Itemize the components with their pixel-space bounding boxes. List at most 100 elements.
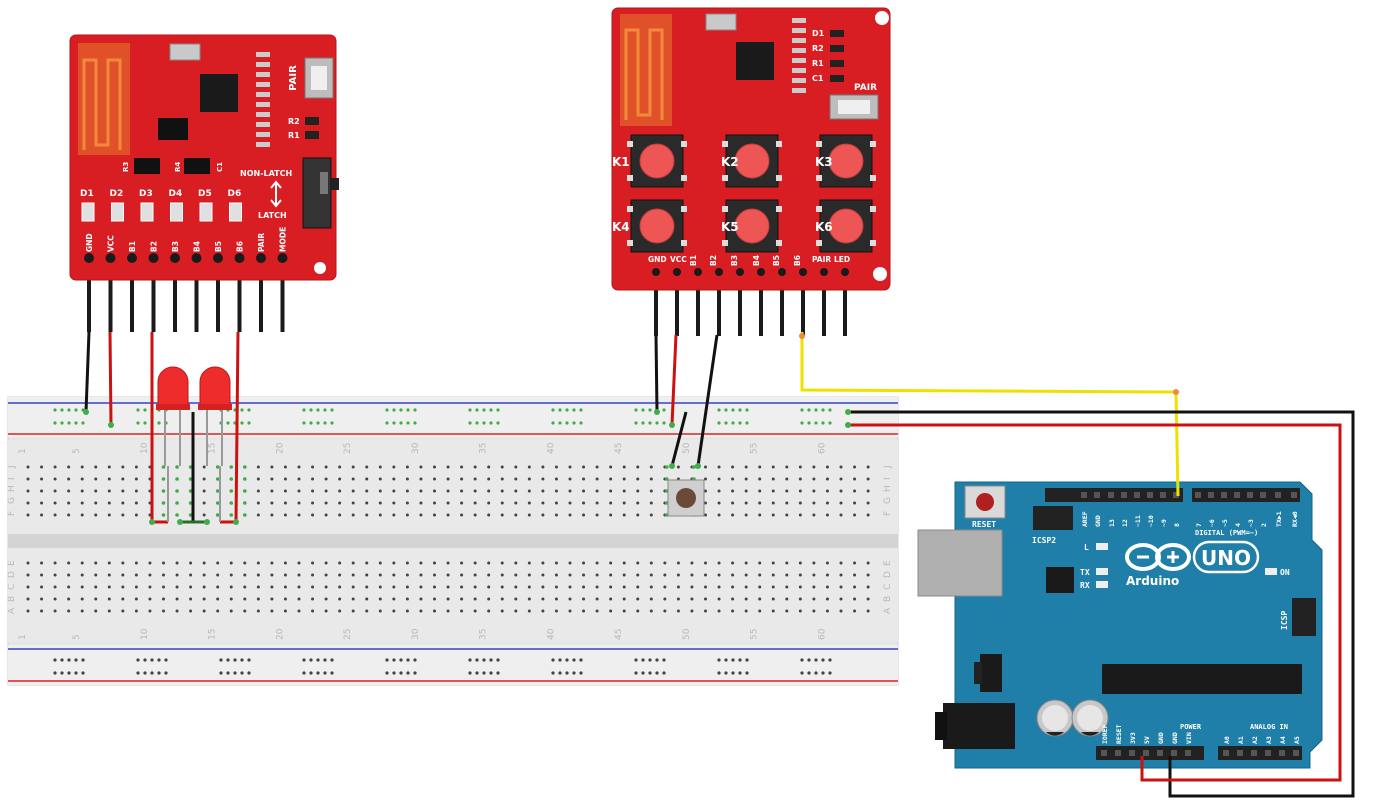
rx-pin-b1[interactable] (130, 270, 134, 332)
row-label-j: J (7, 465, 17, 469)
tx-crystal (705, 13, 737, 31)
power-jack[interactable] (943, 703, 1015, 749)
tx-pin-label-b3: B3 (730, 255, 739, 266)
column-number-55: 55 (750, 443, 760, 454)
rx-led-d5 (199, 202, 213, 222)
rx-led (1096, 581, 1108, 588)
column-number-30: 30 (411, 442, 421, 454)
power-pin-gnd-4: GND (1157, 732, 1165, 744)
tx-key-label-k3: K3 (815, 155, 833, 169)
tx-side-label-c1: C1 (812, 74, 824, 83)
tx-pin-gnd[interactable] (654, 272, 658, 336)
digital-header-right[interactable] (1192, 488, 1300, 502)
on-led (1265, 568, 1277, 575)
digital-pin-14: TX▶1 (1275, 511, 1283, 527)
wire-5v-to-arduino (848, 423, 1342, 782)
wires (83, 331, 1355, 798)
rx-pin-label-b6: B6 (236, 241, 245, 252)
rx-mode-switch-slider[interactable] (320, 172, 328, 194)
power-label: POWER (1180, 723, 1202, 731)
tx-pin-led[interactable] (843, 272, 847, 336)
tx-pin-label-vcc: VCC (670, 255, 687, 264)
tx-pin-pair[interactable] (822, 272, 826, 336)
rx-chip-b (184, 158, 210, 174)
tx-led-label: TX (1080, 568, 1090, 577)
analog-pin-a2: A2 (1251, 736, 1259, 744)
digital-pin-4: ~11 (1134, 515, 1142, 527)
analog-pin-a1: A1 (1237, 736, 1245, 744)
rx-pin-b4[interactable] (194, 270, 199, 332)
icsp2-header[interactable] (1033, 506, 1073, 530)
analog-label: ANALOG IN (1250, 723, 1288, 731)
tx-pcb-antenna (620, 14, 672, 126)
column-number-25: 25 (343, 443, 353, 454)
rx-pair-button-cap (311, 66, 327, 90)
breadboard-holes (26, 408, 870, 675)
digital-pin-12: ~3 (1247, 519, 1255, 527)
rx-mode-switch-lever[interactable] (331, 178, 339, 190)
row-label-a: A (7, 607, 17, 614)
digital-pin-10: ~5 (1221, 519, 1229, 527)
rx-pin-pair[interactable] (259, 270, 263, 332)
rx-pin-label-mode: MODE (279, 227, 288, 252)
rx-pin-b2[interactable] (151, 270, 156, 332)
rx-pin-b5[interactable] (216, 270, 220, 332)
rx-mount-hole (314, 262, 326, 274)
rx-chip-a (134, 158, 160, 174)
rx-led-label-d5: D5 (198, 189, 212, 199)
rx-pin-mode[interactable] (280, 270, 285, 332)
rx-pin-label-gnd: GND (85, 233, 94, 252)
tx-key-label-k6: K6 (815, 220, 833, 234)
pushbutton-cap[interactable] (676, 488, 696, 508)
reset-button-cap[interactable] (976, 493, 994, 511)
rx-r2-resistor (305, 117, 319, 125)
reset-label: RESET (972, 520, 996, 529)
tx-key-cap-k1[interactable] (639, 143, 675, 179)
tx-pin-b1[interactable] (696, 272, 700, 336)
tactile-pushbutton[interactable] (667, 479, 705, 517)
column-number-15: 15 (208, 443, 218, 454)
rx-pin-gnd[interactable] (87, 270, 91, 332)
digital-pin-3: 12 (1121, 519, 1129, 527)
usb-port[interactable] (917, 529, 1003, 597)
tx-key-cap-k4[interactable] (639, 208, 675, 244)
analog-header[interactable] (1218, 746, 1302, 760)
digital-pin-13: 2 (1260, 523, 1268, 527)
rx-led-d3 (140, 202, 154, 222)
tx-key-cap-k2[interactable] (734, 143, 770, 179)
rx-pin-vcc[interactable] (108, 270, 113, 332)
row-label-h: H (7, 485, 17, 492)
row-label-e-right: E (883, 560, 893, 566)
column-number-1-bottom: 1 (18, 634, 28, 640)
rx-pair-label: PAIR (288, 65, 299, 91)
tx-pin-b4[interactable] (759, 272, 763, 336)
tx-led (1096, 568, 1108, 575)
tx-pin-vcc[interactable] (675, 272, 679, 336)
tx-key-cap-k5[interactable] (734, 208, 770, 244)
column-number-30-bottom: 30 (411, 628, 421, 640)
tx-pin-b5[interactable] (780, 272, 784, 336)
icsp-header[interactable] (1292, 598, 1316, 636)
rx-pin-b3[interactable] (173, 270, 177, 332)
tx-pin-b2[interactable] (717, 272, 721, 336)
row-label-e: E (7, 560, 17, 566)
rx-led-d2 (111, 202, 124, 222)
row-label-i: I (7, 477, 17, 480)
breadboard-center-channel (8, 534, 898, 548)
tx-key-cap-k6[interactable] (828, 208, 864, 244)
rx-latch-arrow-icon (270, 180, 282, 208)
tx-pin-b6[interactable] (801, 272, 805, 336)
tx-key-cap-k3[interactable] (828, 143, 864, 179)
tx-key-label-k5: K5 (721, 220, 739, 234)
wire-ground-to-arduino (848, 410, 1355, 798)
power-pin-gnd-5: GND (1171, 732, 1179, 744)
row-label-g-right: G (883, 497, 893, 504)
power-pin-3v3-2: 3V3 (1129, 732, 1137, 744)
tx-pin-b3[interactable] (738, 272, 742, 336)
rx-pin-b6[interactable] (237, 270, 242, 332)
power-header[interactable] (1096, 746, 1204, 760)
column-number-35: 35 (479, 443, 489, 454)
pcb-antenna (78, 43, 130, 155)
